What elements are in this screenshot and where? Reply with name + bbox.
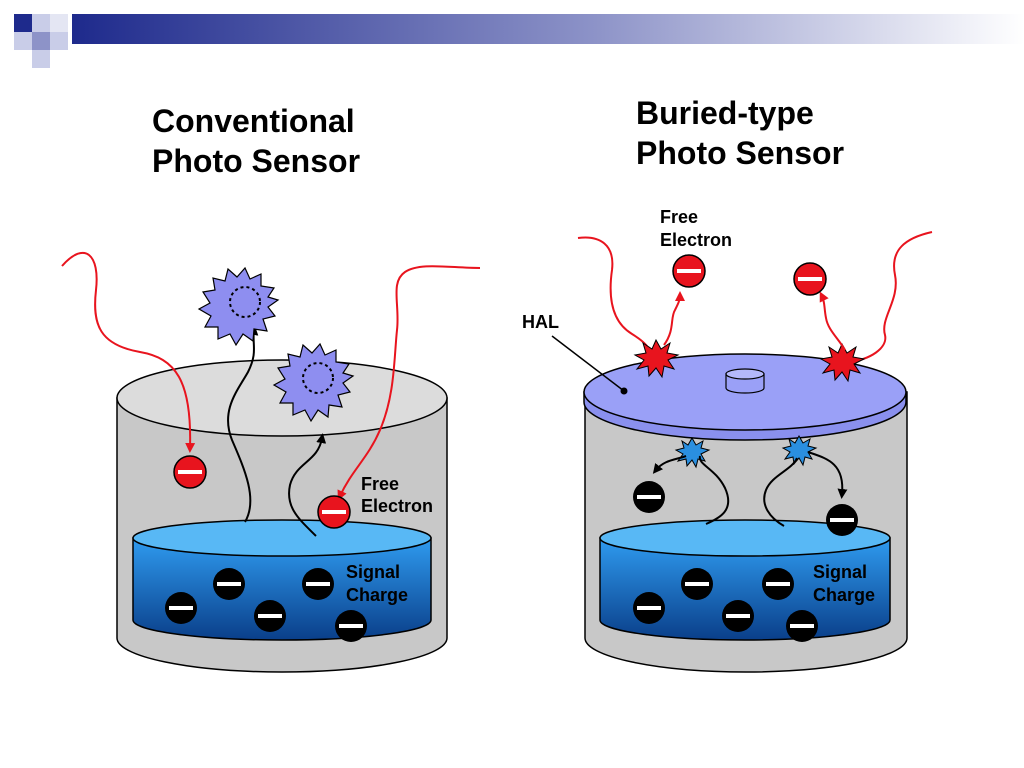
free-electron-path — [819, 291, 846, 351]
spark-red-icon — [819, 342, 866, 383]
spark-blue-icon — [781, 434, 818, 467]
signal-electron — [722, 600, 754, 632]
free-electron — [173, 455, 207, 489]
electron-path — [288, 433, 327, 537]
free-electron-label-line1: Free — [361, 474, 399, 494]
electron-path — [652, 455, 687, 474]
conventional-sensor-diagram: Free Electron Signal Charge — [61, 252, 481, 673]
header-gradient-bar — [72, 14, 1024, 44]
signal-charge-label-line1: Signal — [813, 562, 867, 582]
hal-contact-top — [725, 368, 765, 380]
electron-path — [227, 325, 259, 523]
buried-sensor-diagram: HAL F — [522, 207, 933, 673]
photodiode-region — [599, 537, 891, 641]
left-title-line2: Photo Sensor — [152, 143, 360, 179]
photodiode-surface — [132, 519, 432, 557]
photon-ray — [847, 231, 933, 363]
header-square — [32, 32, 50, 50]
photon-ray — [577, 236, 653, 357]
right-title-line2: Photo Sensor — [636, 135, 844, 171]
header-square — [14, 14, 32, 32]
photon-burst-shape — [272, 342, 355, 423]
photon-burst-core — [229, 286, 261, 318]
hal-pointer-line — [551, 335, 625, 392]
free-electron — [793, 262, 827, 296]
sensor-cylinder-top — [116, 359, 448, 437]
free-electron — [672, 254, 706, 288]
signal-electron — [254, 600, 286, 632]
header-square — [50, 32, 68, 50]
photodiode-surface — [599, 519, 891, 557]
free-electron-label-line1: Free — [660, 207, 698, 227]
signal-electron — [762, 568, 794, 600]
free-electron — [317, 495, 351, 529]
signal-electron — [786, 610, 818, 642]
photon-burst-shape — [197, 266, 280, 347]
signal-charge-label-line1: Signal — [346, 562, 400, 582]
free-electron-path — [663, 291, 685, 346]
header-square — [32, 14, 50, 32]
trapped-electron — [826, 504, 858, 536]
signal-electron — [633, 592, 665, 624]
left-title-line1: Conventional — [152, 103, 355, 139]
header-square — [14, 32, 32, 50]
signal-charge-label-line2: Charge — [346, 585, 408, 605]
signal-electron — [335, 610, 367, 642]
photon-burst-core — [302, 362, 334, 394]
right-title-line1: Buried-type — [636, 95, 814, 131]
electron-path — [763, 457, 798, 527]
signal-electron — [681, 568, 713, 600]
signal-electron — [213, 568, 245, 600]
header-square — [50, 14, 68, 32]
signal-electron — [302, 568, 334, 600]
header-square — [32, 50, 50, 68]
free-electron-label-line2: Electron — [660, 230, 732, 250]
electron-path — [698, 455, 730, 525]
signal-electron — [165, 592, 197, 624]
free-electron-label-line2: Electron — [361, 496, 433, 516]
hal-pointer-dot — [620, 387, 628, 395]
spark-red-icon — [633, 338, 680, 379]
photon-ray — [61, 252, 196, 453]
electron-path — [807, 451, 848, 499]
photon-ray — [337, 265, 481, 501]
trapped-electron — [633, 481, 665, 513]
hal-label: HAL — [522, 312, 559, 332]
signal-charge-label-line2: Charge — [813, 585, 875, 605]
header-decoration — [14, 14, 1024, 68]
